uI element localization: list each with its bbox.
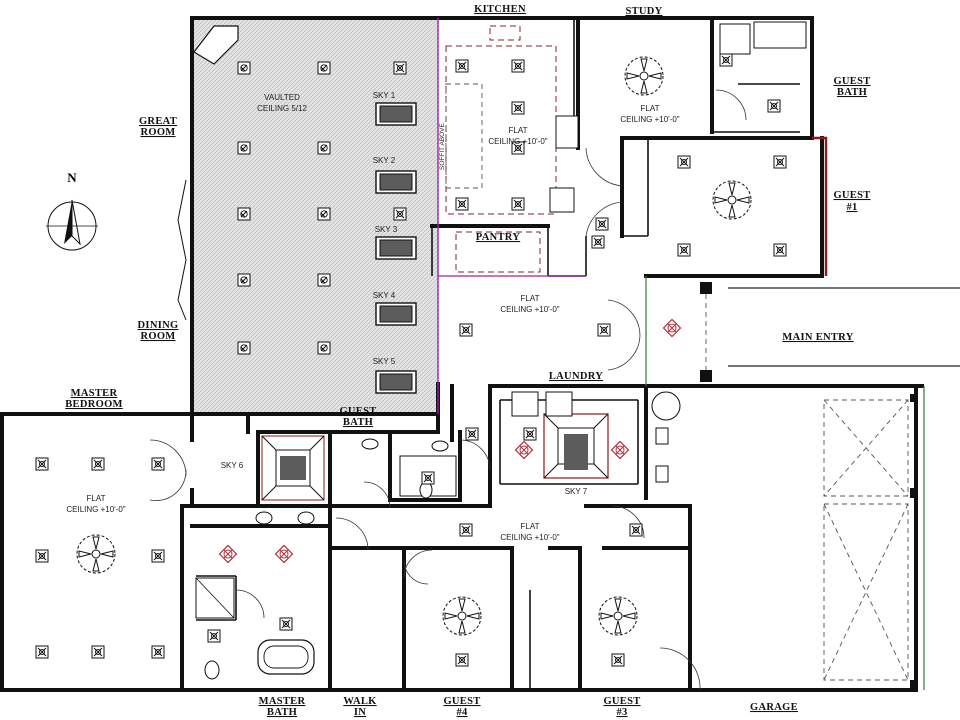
- garage-water-heater: [651, 391, 681, 421]
- label-dining-room-2: ROOM: [140, 331, 175, 342]
- note-lower-hall-flat-2: CEILING +10'-0": [500, 533, 559, 542]
- label-dining-room-1: DINING: [138, 320, 179, 331]
- interior-walls: [180, 16, 814, 692]
- skylight-7: [543, 413, 609, 479]
- skylight-3: [375, 236, 417, 260]
- label-sky-2: SKY 2: [373, 156, 396, 165]
- great-room-windows: [177, 179, 187, 321]
- label-main-entry: MAIN ENTRY: [782, 332, 853, 343]
- top-bath-tub: [753, 21, 807, 49]
- label-sky-4: SKY 4: [373, 291, 396, 300]
- label-kitchen: KITCHEN: [474, 4, 526, 15]
- kitchen-fridge: [549, 187, 575, 213]
- master-tub: [257, 639, 315, 675]
- label-guest-bath-top-2: BATH: [837, 87, 867, 98]
- guest-bath-sink-2: [431, 440, 449, 452]
- label-pantry: PANTRY: [476, 232, 521, 243]
- master-tub-inner: [263, 645, 309, 669]
- label-great-room-2: ROOM: [140, 127, 175, 138]
- label-great-room-1: GREAT: [139, 116, 177, 127]
- label-guest3-2: #3: [616, 707, 627, 718]
- label-sky-6: SKY 6: [221, 461, 244, 470]
- label-guest4-1: GUEST: [443, 696, 480, 707]
- label-garage: GARAGE: [750, 702, 798, 713]
- skylight-2: [375, 170, 417, 194]
- top-bath-shower: [719, 23, 751, 55]
- label-walk-in-2: IN: [354, 707, 366, 718]
- note-vaulted-2: CEILING 5/12: [257, 104, 307, 113]
- door-swings: [149, 89, 747, 691]
- skylight-1: [375, 102, 417, 126]
- guest1-red-wall: [812, 136, 828, 276]
- garage-cabinet-2: [655, 465, 669, 483]
- light-fixtures-kitchen: [455, 59, 525, 211]
- note-kitchen-flat-2: CEILING +10'-0": [488, 137, 547, 146]
- skylight-4: [375, 302, 417, 326]
- entry-post-top: [700, 282, 712, 294]
- kitchen-cooktop: [555, 115, 579, 149]
- label-sky-5: SKY 5: [373, 357, 396, 366]
- guest-bath-sink-1: [361, 438, 379, 450]
- label-sky-3: SKY 3: [375, 225, 398, 234]
- label-study: STUDY: [625, 6, 662, 17]
- master-sink-2: [297, 511, 315, 525]
- note-hall-flat-1: FLAT: [521, 294, 540, 303]
- garage-post-1: [910, 394, 918, 402]
- note-vaulted-1: VAULTED: [264, 93, 300, 102]
- garage-post-2: [910, 488, 918, 498]
- kitchen-range-hood: [489, 25, 521, 41]
- north-label: N: [67, 170, 77, 185]
- label-guest-bath-mid-2: BATH: [343, 417, 373, 428]
- entry-walk-lines: [728, 287, 960, 367]
- skylight-6: [261, 435, 325, 501]
- label-master-bath-2: BATH: [267, 707, 297, 718]
- skylight-5: [375, 370, 417, 394]
- label-guest-bath-top-1: GUEST: [833, 76, 870, 87]
- entry-post-bottom: [700, 370, 712, 382]
- note-kitchen-flat-1: FLAT: [509, 126, 528, 135]
- label-sky-1: SKY 1: [373, 91, 396, 100]
- label-guest1-2: #1: [846, 202, 857, 213]
- garage-door-outline: [823, 399, 909, 681]
- label-master-bedroom-2: BEDROOM: [65, 399, 123, 410]
- label-guest4-2: #4: [456, 707, 468, 718]
- kitchen-bar: [445, 83, 483, 189]
- light-fixtures-guest-rooms: [455, 653, 625, 667]
- label-master-bath-1: MASTER: [259, 696, 306, 707]
- master-sink-1: [255, 511, 273, 525]
- great-room-corner-window: [193, 25, 239, 65]
- note-master-flat-2: CEILING +10'-0": [66, 505, 125, 514]
- master-toilet: [204, 660, 220, 680]
- label-guest3-1: GUEST: [603, 696, 640, 707]
- label-laundry: LAUNDRY: [549, 371, 603, 382]
- label-master-bedroom-1: MASTER: [71, 388, 118, 399]
- label-walk-in-1: WALK: [343, 696, 377, 707]
- north-arrow: [46, 199, 98, 251]
- note-soffit-above: SOFFIT ABOVE: [439, 122, 446, 170]
- label-sky-7: SKY 7: [565, 487, 588, 496]
- laundry-dryer: [545, 391, 573, 417]
- note-study-flat-2: CEILING +10'-0": [620, 115, 679, 124]
- exterior-walls: [0, 16, 924, 692]
- laundry-washer: [511, 391, 539, 417]
- note-master-flat-1: FLAT: [87, 494, 106, 503]
- garage-cabinet-1: [655, 427, 669, 445]
- garage-post-3: [910, 680, 918, 690]
- note-study-flat-1: FLAT: [641, 104, 660, 113]
- master-shower-door: [195, 577, 235, 619]
- label-guest1-1: GUEST: [833, 190, 870, 201]
- note-hall-flat-2: CEILING +10'-0": [500, 305, 559, 314]
- pantry-shelves: [455, 231, 541, 273]
- note-lower-hall-flat-1: FLAT: [521, 522, 540, 531]
- label-guest-bath-mid-1: GUEST: [339, 406, 376, 417]
